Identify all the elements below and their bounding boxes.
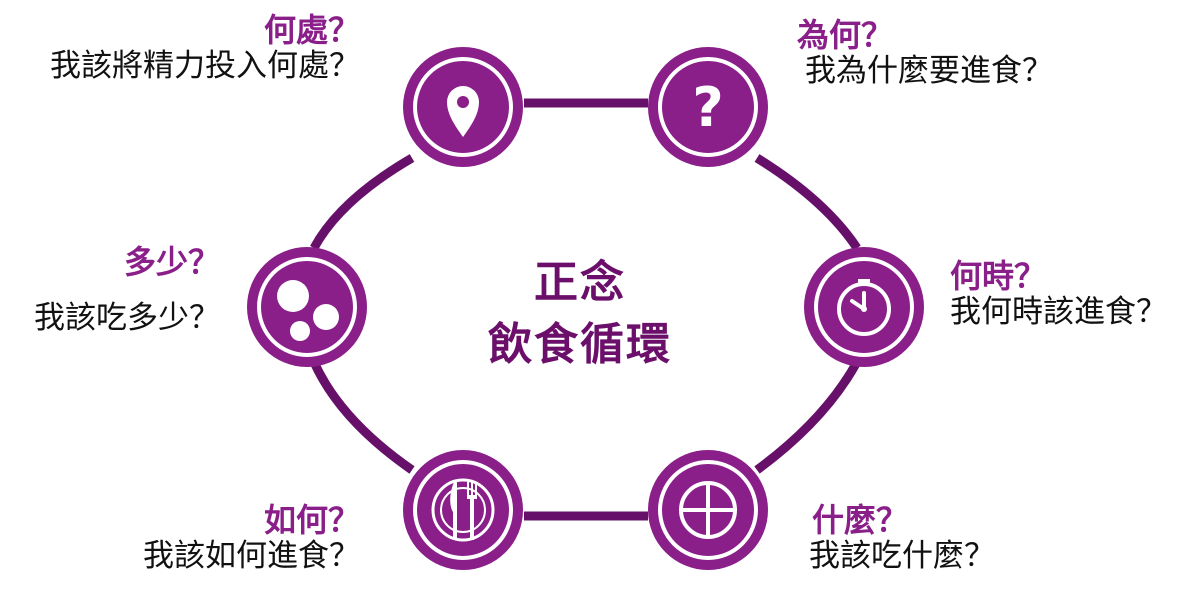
label-what: 什麼？ 我該吃什麼？ (809, 501, 995, 574)
label-where: 何處？ 我該將精力投入何處？ (50, 12, 360, 84)
center-title: 正念 飲食循環 (430, 252, 730, 376)
label-where-title: 何處？ (263, 11, 360, 49)
connector-how-much-where (310, 154, 415, 251)
node-how (403, 450, 523, 570)
label-how-much: 多少？ 我該吃多少？ (34, 244, 220, 336)
node-why: ? (648, 47, 768, 167)
label-how: 如何？ 我該如何進食？ (143, 502, 360, 574)
center-title-line-2: 飲食循環 (488, 319, 672, 370)
node-how-much (247, 247, 367, 367)
label-how-much-title: 多少？ (123, 243, 220, 281)
connector-why-when (754, 154, 861, 251)
node-when (804, 247, 924, 367)
label-how-title: 如何？ (263, 501, 360, 539)
portion-circles-icon (277, 280, 339, 341)
question-mark-icon: ? (692, 76, 723, 139)
label-why-title: 為何？ (797, 16, 894, 54)
node-what (648, 450, 768, 570)
clock-icon (837, 279, 891, 336)
divided-plate-icon (679, 481, 737, 539)
cycle-connectors (309, 98, 861, 521)
location-pin-icon (447, 86, 479, 137)
center-title-line-1: 正念 (534, 257, 626, 308)
label-how-question: 我該如何進食？ (143, 537, 360, 574)
node-where (403, 47, 523, 167)
label-what-title: 什麼？ (812, 501, 909, 539)
label-why-question: 我為什麼要進食？ (805, 52, 1053, 89)
label-where-question: 我該將精力投入何處？ (50, 47, 360, 84)
label-when: 何時？ 我何時該進食？ (950, 258, 1167, 330)
label-when-question: 我何時該進食？ (950, 293, 1167, 330)
connector-how-how-much (309, 360, 415, 474)
connector-when-what (754, 359, 861, 474)
label-why: 為何？ 我為什麼要進食？ (795, 17, 1053, 89)
label-how-much-question: 我該吃多少？ (34, 299, 220, 336)
label-when-title: 何時？ (950, 257, 1047, 295)
label-what-question: 我該吃什麼？ (809, 537, 995, 574)
plate-knife-fork-icon (431, 478, 495, 542)
